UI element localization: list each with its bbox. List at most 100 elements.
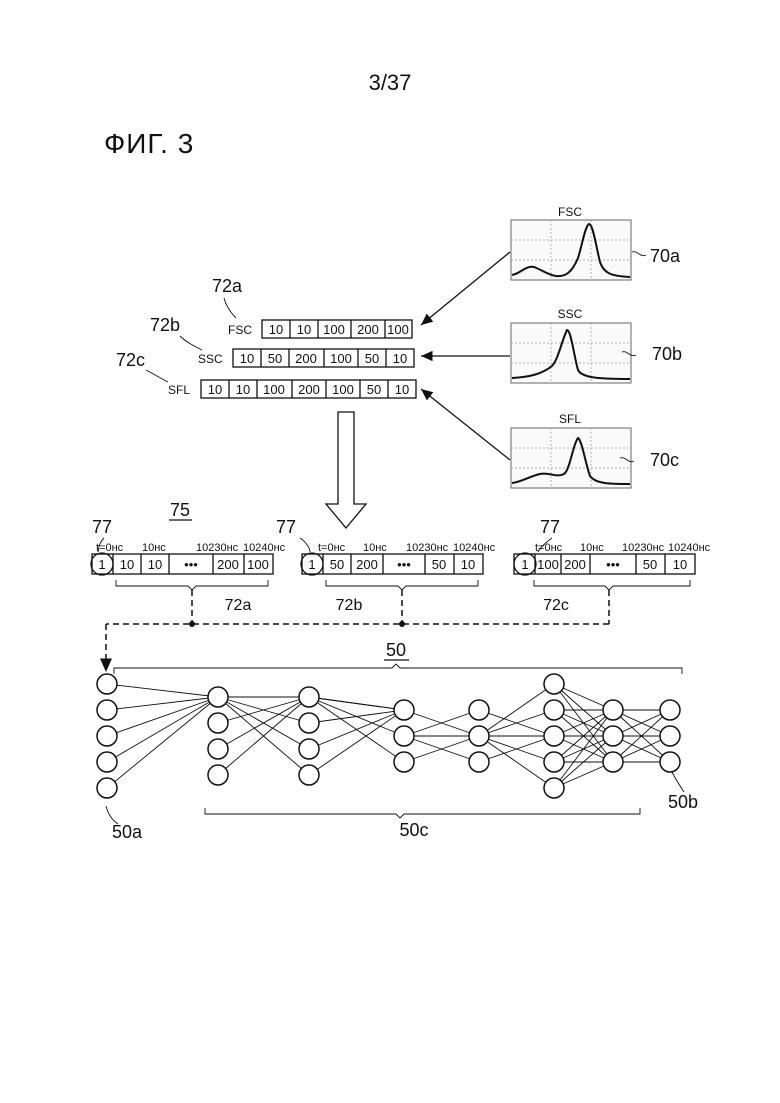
plot-title: SFL	[559, 412, 581, 426]
cell: 100	[387, 322, 409, 337]
segment-72c: 77 t=0нс 10нс 10230нс 10240нс 1 100 200 …	[514, 517, 711, 614]
network-node	[469, 752, 489, 772]
time-label: 10нс	[580, 542, 604, 554]
cell: 50	[367, 382, 381, 397]
input-layer-ref: 50a	[112, 822, 143, 842]
row-ref-72c: 72c	[116, 350, 145, 370]
cell: 50	[268, 351, 282, 366]
cell: 10	[395, 382, 409, 397]
time-label: t=0нс	[535, 542, 563, 554]
down-arrow-icon	[326, 412, 366, 528]
network-node	[208, 739, 228, 759]
plot-title: SSC	[558, 307, 583, 321]
cell: 50	[330, 557, 344, 572]
network-node	[97, 726, 117, 746]
segment-72a: 77 t=0нс 10нс 10230нс 10240нс 1 10 10 ••…	[91, 517, 286, 614]
cell: 10	[393, 351, 407, 366]
network-node	[544, 752, 564, 772]
plot-70c: SFL 70c	[511, 412, 679, 488]
cell: 200	[295, 351, 317, 366]
network-connection	[479, 736, 554, 788]
cell: 10	[240, 351, 254, 366]
cell: •••	[184, 557, 198, 572]
cell: 100	[537, 557, 559, 572]
network-node	[660, 700, 680, 720]
hidden-layers-ref: 50c	[399, 820, 428, 840]
network-node	[603, 700, 623, 720]
cell: 50	[643, 557, 657, 572]
network-node	[544, 700, 564, 720]
plot-title: FSC	[558, 205, 582, 219]
cell: 100	[323, 322, 345, 337]
network-connection	[309, 697, 404, 762]
time-label: 10240нс	[243, 542, 286, 554]
network-node	[299, 765, 319, 785]
cell: 100	[332, 382, 354, 397]
network-ref: 50	[386, 640, 406, 660]
time-label: 10230нс	[622, 542, 665, 554]
network-node	[299, 713, 319, 733]
brace-label: 72c	[543, 597, 569, 614]
network-connection	[107, 697, 218, 788]
network-node	[660, 752, 680, 772]
cell: 200	[357, 322, 379, 337]
time-label: 10230нс	[196, 542, 239, 554]
plot-70b: SSC 70b	[511, 307, 682, 383]
cell: 50	[432, 557, 446, 572]
neural-network	[97, 674, 680, 798]
row-label-fsc: FSC	[228, 323, 252, 337]
combined-ref: 75	[170, 500, 190, 520]
output-layer-ref: 50b	[668, 792, 698, 812]
network-node	[97, 700, 117, 720]
network-connection	[107, 697, 218, 710]
network-node	[208, 687, 228, 707]
marker-value: 1	[308, 557, 315, 572]
row-label-sfl: SFL	[168, 383, 190, 397]
network-node	[97, 778, 117, 798]
network-node	[394, 752, 414, 772]
cell: 100	[263, 382, 285, 397]
network-node	[208, 713, 228, 733]
segment-72b: 77 t=0нс 10нс 10230нс 10240нс 1 50 200 •…	[276, 517, 496, 614]
network-node	[544, 674, 564, 694]
network-node	[544, 778, 564, 798]
marker-value: 1	[521, 557, 528, 572]
plot-frame	[511, 323, 631, 383]
cell: 10	[148, 557, 162, 572]
brace-label: 72b	[336, 597, 363, 614]
row-label-ssc: SSC	[198, 352, 223, 366]
time-label: t=0нс	[318, 542, 346, 554]
network-node	[469, 726, 489, 746]
plot-70a: FSC 70a	[511, 205, 681, 280]
time-label: 10нс	[363, 542, 387, 554]
network-node	[603, 726, 623, 746]
time-label: 10240нс	[453, 542, 496, 554]
cell: 50	[365, 351, 379, 366]
row-72b: 10 50 200 100 50 10	[233, 349, 414, 367]
marker-ref: 77	[92, 517, 112, 537]
cell: 10	[208, 382, 222, 397]
network-node	[394, 726, 414, 746]
cell: 100	[330, 351, 352, 366]
network-connection	[107, 697, 218, 736]
network-node	[97, 674, 117, 694]
network-node	[208, 765, 228, 785]
time-label: 10нс	[142, 542, 166, 554]
cell: 200	[298, 382, 320, 397]
marker-ref: 77	[540, 517, 560, 537]
network-node	[469, 700, 489, 720]
network-node	[299, 687, 319, 707]
network-connection	[309, 697, 404, 736]
row-72c: 10 10 100 200 100 50 10	[201, 380, 416, 398]
network-node	[394, 700, 414, 720]
plot-ref: 70b	[652, 344, 682, 364]
time-label: 10230нс	[406, 542, 449, 554]
network-node	[544, 726, 564, 746]
brace-label: 72a	[225, 597, 252, 614]
network-node	[660, 726, 680, 746]
network-connection	[107, 684, 218, 697]
plot-ref: 70c	[650, 450, 679, 470]
cell: 200	[564, 557, 586, 572]
network-node	[299, 739, 319, 759]
network-connection	[554, 710, 613, 788]
